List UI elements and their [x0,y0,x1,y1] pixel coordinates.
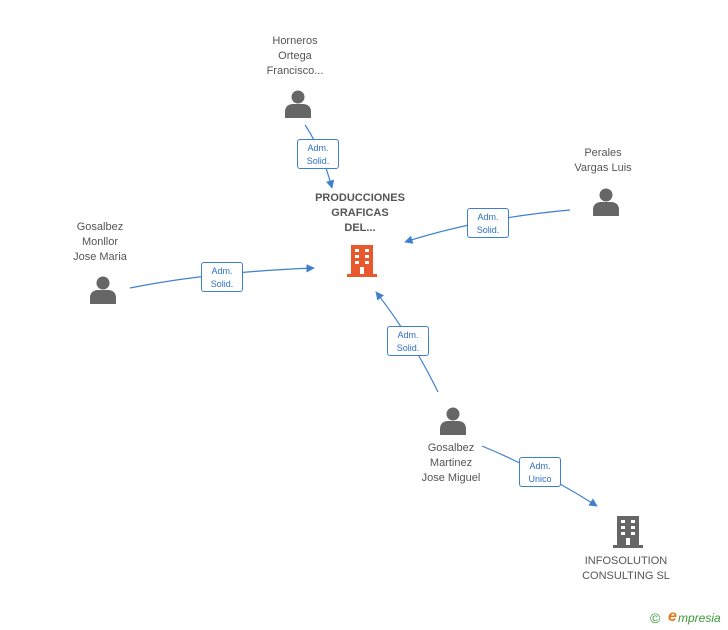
role-line: Adm. [307,143,329,153]
role-line: Solid. [476,225,500,235]
role-badge-monllor[interactable]: Adm. Solid. [201,262,243,292]
label-line: Gosalbez [76,221,124,233]
label-line: Jose Miguel [421,472,481,484]
role-line: Adm. [477,212,499,222]
label-line: Gosalbez [427,442,475,454]
label-line: CONSULTING SL [582,570,670,582]
building-icon[interactable] [346,244,378,278]
role-line: Adm. [529,461,551,471]
role-line: Solid. [210,279,234,289]
label-line: Monllor [81,236,119,248]
person-icon[interactable] [438,405,468,435]
person-label-horneros[interactable]: Horneros Ortega Francisco... [245,34,345,79]
role-badge-infosolution[interactable]: Adm. Unico [519,457,561,487]
copyright-icon: © [650,610,661,626]
person-icon[interactable] [591,186,621,216]
person-label-martinez[interactable]: Gosalbez Martinez Jose Miguel [401,441,501,486]
brand-footer[interactable]: © e mpresia [648,608,728,628]
role-badge-horneros[interactable]: Adm. Solid. [297,139,339,169]
label-line: PRODUCCIONES [315,192,405,204]
role-line: Solid. [306,156,330,166]
label-line: GRAFICAS [331,207,389,219]
person-icon[interactable] [283,88,313,118]
company-label-infosolution[interactable]: INFOSOLUTION CONSULTING SL [566,554,686,584]
brand-logo-initial: e [668,608,677,625]
role-line: Adm. [211,266,233,276]
label-line: Martinez [429,457,473,469]
building-icon[interactable] [612,515,644,549]
label-line: Francisco... [266,65,324,77]
role-line: Adm. [397,330,419,340]
brand-logo-text: mpresia [678,611,721,625]
label-line: Perales [584,147,622,159]
label-line: DEL... [344,222,376,234]
label-line: Horneros [272,35,318,47]
label-line: Vargas Luis [574,162,632,174]
center-company-label[interactable]: PRODUCCIONES GRAFICAS DEL... [300,191,420,236]
role-line: Solid. [396,343,420,353]
role-badge-martinez[interactable]: Adm. Solid. [387,326,429,356]
role-line: Unico [528,474,552,484]
label-line: Jose Maria [73,251,127,263]
person-label-monllor[interactable]: Gosalbez Monllor Jose Maria [50,220,150,265]
label-line: INFOSOLUTION [584,555,668,567]
person-icon[interactable] [88,274,118,304]
role-badge-perales[interactable]: Adm. Solid. [467,208,509,238]
label-line: Ortega [278,50,312,62]
person-label-perales[interactable]: Perales Vargas Luis [553,146,653,176]
